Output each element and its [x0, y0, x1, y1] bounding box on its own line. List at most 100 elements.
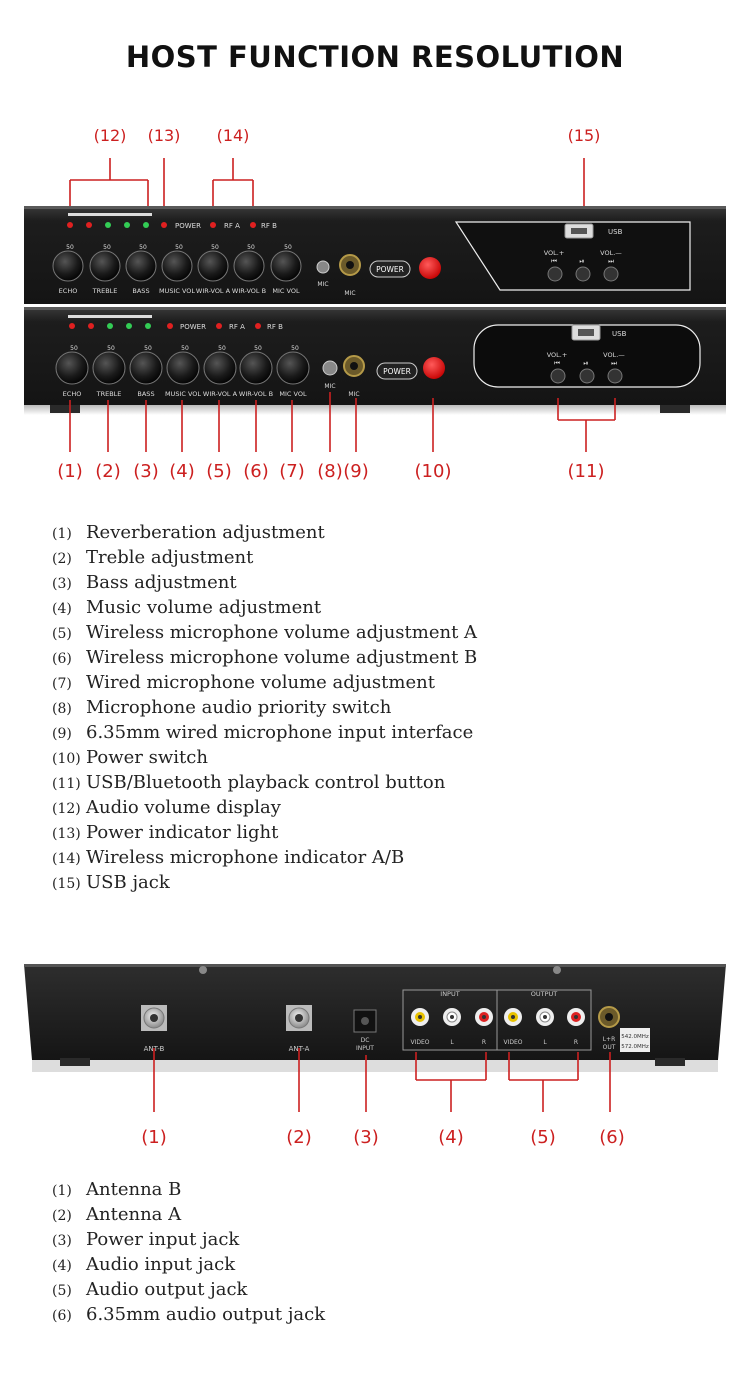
svg-text:RF A: RF A — [229, 323, 245, 331]
svg-text:R: R — [574, 1039, 578, 1046]
list-item: (13)Power indicator light — [52, 822, 279, 843]
callout-13: (13) — [147, 126, 181, 145]
list-item: (6)6.35mm audio output jack — [52, 1304, 326, 1325]
svg-text:50: 50 — [254, 345, 262, 352]
svg-text:ECHO: ECHO — [59, 287, 78, 295]
svg-text:50: 50 — [66, 244, 74, 251]
svg-text:50: 50 — [139, 244, 147, 251]
svg-text:L: L — [543, 1039, 547, 1046]
svg-text:POWER: POWER — [376, 265, 404, 274]
svg-text:POWER: POWER — [180, 323, 206, 331]
svg-text:⏭: ⏭ — [608, 257, 614, 265]
list-item: (1)Antenna B — [52, 1179, 182, 1200]
callout-8: (8) — [317, 461, 343, 482]
svg-text:VIDEO: VIDEO — [410, 1039, 429, 1046]
svg-text:50: 50 — [211, 244, 219, 251]
svg-text:DC: DC — [361, 1037, 370, 1044]
list-item: (11)USB/Bluetooth playback control butto… — [52, 772, 446, 793]
svg-text:TREBLE: TREBLE — [96, 390, 122, 398]
callout-11: (11) — [567, 461, 605, 482]
list-item: (10)Power switch — [52, 747, 208, 768]
svg-text:MIC: MIC — [324, 383, 335, 390]
svg-text:USB: USB — [608, 228, 623, 236]
svg-text:ECHO: ECHO — [63, 390, 82, 398]
knob-wira-top — [197, 250, 229, 282]
svg-text:⏯: ⏯ — [583, 359, 588, 367]
svg-text:MIC VOL: MIC VOL — [272, 287, 300, 295]
svg-text:VOL.—: VOL.— — [600, 249, 622, 257]
list-item: (7)Wired microphone volume adjustment — [52, 672, 435, 693]
callout-2: (2) — [95, 461, 121, 482]
svg-text:POWER: POWER — [383, 367, 411, 376]
svg-text:WIR-VOL A: WIR-VOL A — [203, 390, 238, 398]
callout-9: (9) — [343, 461, 369, 482]
list-item: (8)Microphone audio priority switch — [52, 697, 392, 718]
svg-text:WIR-VOL A: WIR-VOL A — [196, 287, 231, 295]
svg-text:VOL.+: VOL.+ — [544, 249, 565, 257]
svg-text:RF B: RF B — [267, 323, 283, 331]
list-item: (6)Wireless microphone volume adjustment… — [52, 647, 478, 668]
svg-text:50: 50 — [181, 345, 189, 352]
svg-text:50: 50 — [218, 345, 226, 352]
knob-music-top — [161, 250, 193, 282]
svg-text:MIC: MIC — [348, 391, 359, 398]
front-function-list: (1)Reverberation adjustment (2)Treble ad… — [52, 520, 477, 895]
svg-text:50: 50 — [284, 244, 292, 251]
svg-text:50: 50 — [70, 345, 78, 352]
svg-text:50: 50 — [103, 244, 111, 251]
svg-text:⏮: ⏮ — [551, 257, 557, 265]
svg-text:WIR-VOL B: WIR-VOL B — [232, 287, 266, 295]
svg-text:BASS: BASS — [132, 287, 149, 295]
svg-text:MUSIC VOL: MUSIC VOL — [165, 390, 201, 398]
svg-text:542.0MHz: 542.0MHz — [621, 1034, 649, 1040]
svg-text:VIDEO: VIDEO — [503, 1039, 522, 1046]
callout-10: (10) — [414, 461, 452, 482]
rf-a-led-label: RF A — [224, 222, 240, 230]
list-item: (2)Antenna A — [52, 1204, 182, 1225]
svg-text:R: R — [482, 1039, 486, 1046]
knob-wirb-top — [233, 250, 265, 282]
list-item: (4)Music volume adjustment — [52, 597, 322, 618]
front-panel-illustration: POWER RF A RF B 50 50 50 50 50 50 50 ECH… — [24, 158, 726, 452]
list-item: (5)Wireless microphone volume adjustment… — [52, 622, 478, 643]
list-item: (3)Bass adjustment — [52, 572, 237, 593]
svg-text:USB: USB — [612, 330, 627, 338]
list-item: (9)6.35mm wired microphone input interfa… — [52, 722, 474, 743]
svg-text:INPUT: INPUT — [356, 1045, 374, 1052]
list-item: (1)Reverberation adjustment — [52, 522, 325, 543]
svg-text:L: L — [450, 1039, 454, 1046]
callout-5: (5) — [206, 461, 232, 482]
list-item: (2)Treble adjustment — [52, 547, 254, 568]
rear-function-list: (1)Antenna B (2)Antenna A (3)Power input… — [52, 1177, 325, 1327]
svg-text:VOL.—: VOL.— — [603, 351, 625, 359]
svg-text:⏯: ⏯ — [579, 257, 584, 265]
power-led-label: POWER — [175, 222, 201, 230]
callout-6: (6) — [243, 461, 269, 482]
svg-text:L+R: L+R — [603, 1036, 616, 1043]
callout-15: (15) — [567, 126, 601, 145]
list-item: (14)Wireless microphone indicator A/B — [52, 847, 405, 868]
knob-treble-top — [89, 250, 121, 282]
svg-text:VOL.+: VOL.+ — [547, 351, 568, 359]
knob-echo-top — [52, 250, 84, 282]
list-item: (4)Audio input jack — [52, 1254, 236, 1275]
knob-bass-top — [125, 250, 157, 282]
callout-4: (4) — [169, 461, 195, 482]
svg-text:⏮: ⏮ — [554, 359, 560, 367]
rear-callout-5: (5) — [530, 1127, 556, 1148]
svg-text:MIC VOL: MIC VOL — [279, 390, 307, 398]
svg-text:BASS: BASS — [137, 390, 154, 398]
knob-mic-top — [270, 250, 302, 282]
svg-text:50: 50 — [107, 345, 115, 352]
svg-text:OUT: OUT — [603, 1044, 616, 1051]
list-item: (12)Audio volume display — [52, 797, 281, 818]
svg-text:MIC: MIC — [317, 281, 328, 288]
svg-text:MIC: MIC — [344, 290, 355, 297]
svg-text:INPUT: INPUT — [440, 990, 459, 998]
callout-3: (3) — [133, 461, 159, 482]
rear-callout-6: (6) — [599, 1127, 625, 1148]
list-item: (15)USB jack — [52, 872, 170, 893]
callout-14: (14) — [216, 126, 250, 145]
svg-text:TREBLE: TREBLE — [92, 287, 118, 295]
page-title: HOST FUNCTION RESOLUTION — [125, 40, 625, 74]
